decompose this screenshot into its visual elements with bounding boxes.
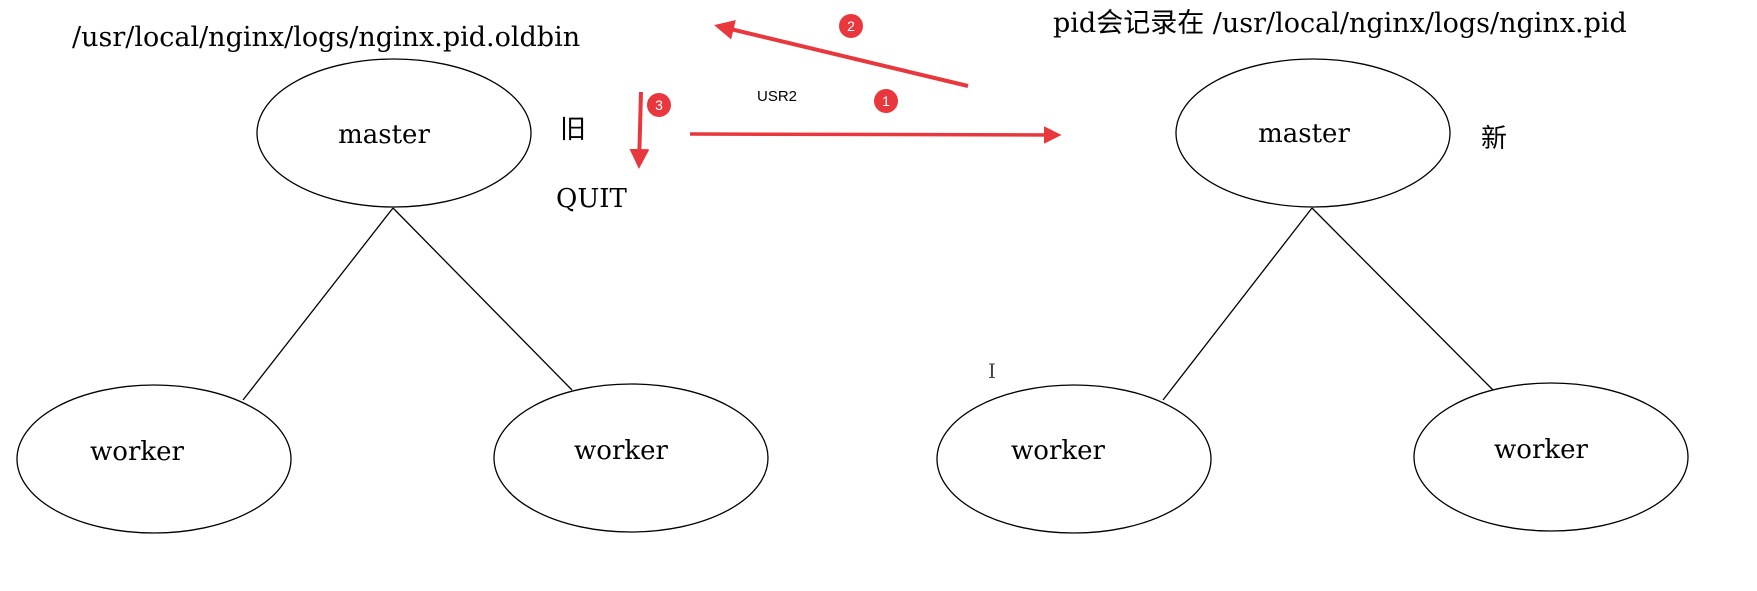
old-edge-right [392,207,573,391]
usr2-signal-label: USR2 [757,88,797,105]
old-tag-label: 旧 [560,114,586,144]
new-worker-left-node [936,384,1212,534]
old-worker-right-label: worker [574,436,668,466]
step2-number: 2 [847,18,855,34]
step3-badge: 3 [647,93,671,117]
new-master-label: master [1258,119,1350,149]
new-edge-right [1311,207,1494,391]
new-worker-right-node [1413,382,1689,532]
quit-signal-label: QUIT [556,184,627,214]
arrow-step3-quit [629,91,650,169]
new-master-node [1175,58,1451,208]
arrow-step2-rename [714,20,969,88]
old-worker-left-label: worker [90,437,184,467]
old-worker-right-node [493,383,769,533]
new-edge-left [1162,207,1313,401]
old-master-label: master [338,120,430,150]
step1-badge: 1 [874,89,898,113]
new-worker-right-label: worker [1494,435,1588,465]
old-master-node [256,58,532,208]
new-tag-label: 新 [1481,123,1507,153]
new-worker-left-label: worker [1011,436,1105,466]
old-pid-path-label: /usr/local/nginx/logs/nginx.pid.oldbin [72,22,580,53]
step3-number: 3 [655,97,663,113]
step1-number: 1 [882,93,890,109]
old-worker-left-node [16,384,292,534]
new-pid-path-label: pid会记录在 /usr/local/nginx/logs/nginx.pid [1053,8,1627,39]
text-cursor-icon: I [988,359,996,383]
old-edge-left [242,207,394,401]
step2-badge: 2 [839,14,863,38]
arrow-step1-usr2 [689,126,1062,144]
